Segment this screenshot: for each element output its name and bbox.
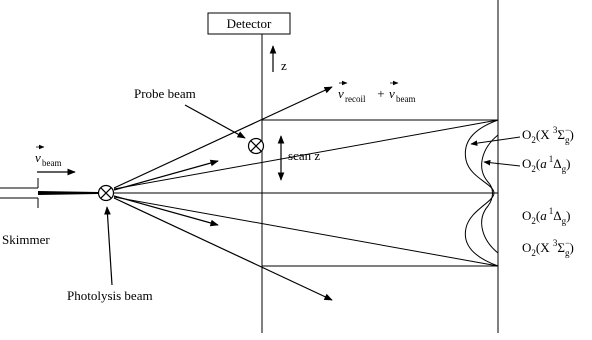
svg-text:beam: beam: [42, 158, 62, 168]
svg-text:v: v: [338, 86, 344, 101]
recoil-arrow-upper-mid: [113, 159, 219, 191]
skimmer-label: Skimmer: [2, 232, 50, 247]
detector-label: Detector: [227, 16, 272, 31]
lower-envelope-line: [113, 196, 499, 267]
probe-beam-label: Probe beam: [134, 86, 196, 101]
state-label-ground-upper: O2(X 3Σ−g): [522, 125, 574, 145]
z-axis-label: z: [281, 58, 287, 73]
svg-text:v: v: [35, 150, 41, 165]
recoil-arrow-upper: [113, 86, 333, 189]
probe-beam-pointer: [184, 104, 246, 139]
ground-state-profile-curve: [464, 119, 499, 267]
recoil-plus-beam-label: v recoil + v beam: [338, 80, 416, 104]
state-label-ground-lower: O2(X 3Σ−g): [522, 238, 574, 258]
beam-velocity-label: v beam: [35, 144, 62, 168]
detector-box: [207, 12, 291, 35]
scan-z-label: scan z: [288, 148, 320, 163]
recoil-arrow-lower: [113, 197, 333, 301]
photolysis-beam-label: Photolysis beam: [67, 288, 153, 303]
probe-beam-marker: [247, 137, 265, 155]
recoil-arrow-lower-mid: [113, 195, 219, 227]
upper-envelope-line: [113, 119, 499, 190]
photolysis-beam-pointer: [104, 206, 113, 286]
excited-state-pointer: [483, 159, 521, 167]
svg-text:beam: beam: [396, 94, 416, 104]
svg-text:O2(X 3Σ−g): O2(X 3Σ−g): [522, 125, 574, 145]
svg-text:recoil: recoil: [345, 94, 366, 104]
skimmer: [0, 178, 98, 208]
photolysis-crossing-marker: [97, 184, 115, 202]
ground-state-pointer: [470, 136, 521, 146]
excited-state-profile-curve: [481, 134, 499, 254]
svg-text:O2(X 3Σ−g): O2(X 3Σ−g): [522, 238, 574, 258]
svg-text:+: +: [374, 86, 388, 101]
svg-text:v: v: [389, 86, 395, 101]
